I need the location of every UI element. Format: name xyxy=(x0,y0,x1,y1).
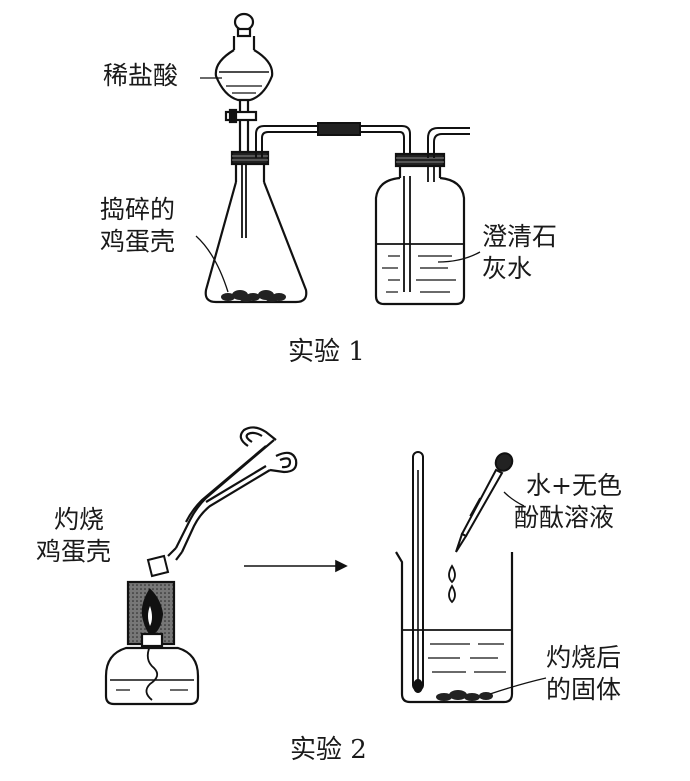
crucible-tongs xyxy=(167,426,298,561)
conical-flask xyxy=(204,150,308,304)
separatory-funnel xyxy=(214,12,274,238)
leader-lines-2 xyxy=(489,491,547,695)
label-burned-solid-line1: 灼烧后 xyxy=(546,643,621,672)
label-crushed-shell-line1: 捣碎的 xyxy=(100,195,175,224)
falling-drops xyxy=(448,564,456,604)
leader-lines-1 xyxy=(195,77,481,293)
process-arrow xyxy=(244,559,348,573)
label-limewater-line2: 灰水 xyxy=(482,254,532,283)
dropper xyxy=(455,452,514,553)
thermometer xyxy=(412,451,424,693)
limewater xyxy=(377,243,463,293)
label-crushed-shell-line2: 鸡蛋壳 xyxy=(100,227,175,256)
burned-solid xyxy=(436,690,493,701)
label-burn-line2: 鸡蛋壳 xyxy=(36,537,111,566)
caption-experiment-1: 实验 1 xyxy=(288,337,365,367)
caption-experiment-2: 实验 2 xyxy=(290,735,367,765)
label-dilute-hcl: 稀盐酸 xyxy=(103,61,178,90)
indicator-solution xyxy=(403,629,511,673)
alcohol-lamp xyxy=(104,580,200,706)
label-burn-line1: 灼烧 xyxy=(54,505,104,534)
label-reagent-line1: 水+无色 xyxy=(526,471,622,500)
label-limewater-line1: 澄清石 xyxy=(482,222,557,251)
label-reagent-line2: 酚酞溶液 xyxy=(514,503,614,532)
crushed-eggshell xyxy=(221,290,286,302)
delivery-tube xyxy=(255,122,411,292)
eggshell-piece xyxy=(146,554,170,578)
label-burned-solid-line2: 的固体 xyxy=(546,675,621,704)
beaker xyxy=(395,551,514,704)
gas-bottle xyxy=(374,127,470,306)
